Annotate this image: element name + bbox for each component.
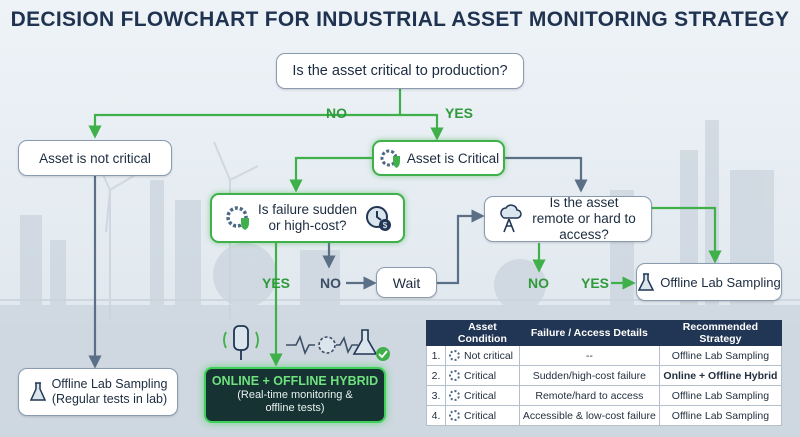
node-offline-lab-sampling-left: Offline Lab Sampling (Regular tests in l…: [18, 368, 178, 416]
flask-icon: [638, 273, 655, 291]
table-row: 4. Critical Accessible & low-cost failure O…: [426, 405, 783, 426]
node-asset-is-critical: Asset is Critical: [372, 140, 505, 176]
edge-remote-to-offline: [652, 206, 722, 264]
edge-yes-top: [400, 113, 444, 141]
row-details-text: Accessible & low-cost failure: [522, 409, 656, 422]
row-number: 4.: [426, 405, 446, 426]
sensor-icon: [223, 325, 259, 360]
node-label: Offline Lab Sampling: [51, 377, 168, 391]
row-strategy: Offline Lab Sampling: [658, 385, 783, 406]
row-number-text: 3.: [431, 389, 441, 402]
hybrid-title: ONLINE + OFFLINE HYBRID: [211, 374, 379, 388]
lab-flask-icon: [352, 329, 390, 361]
gear-shield-icon: [380, 149, 400, 168]
row-strategy: Offline Lab Sampling: [658, 345, 783, 366]
node-label: Wait: [392, 274, 421, 291]
edge-label-no-remote: NO: [528, 275, 549, 291]
table-header-condition: Asset Condition: [445, 320, 520, 346]
table-row: 2. Critical Sudden/high-cost failure Online…: [426, 365, 783, 386]
table-header-num: [426, 320, 446, 346]
flask-icon: [29, 382, 46, 401]
row-details: Remote/hard to access: [518, 385, 660, 406]
clock-cost-icon: $: [365, 206, 391, 231]
gear-icon: [449, 350, 460, 362]
row-details: Accessible & low-cost failure: [518, 405, 660, 426]
node-label: Asset is not critical: [39, 150, 151, 166]
gear-check-icon: [225, 206, 249, 230]
row-condition-text: Critical: [464, 389, 497, 402]
table-row: 3. Critical Remote/hard to access Offline L…: [426, 385, 783, 406]
table-header-row: Asset Condition Failure / Access Details…: [426, 320, 783, 346]
row-condition: Not critical: [445, 345, 520, 366]
row-details: --: [518, 345, 660, 366]
node-wait: Wait: [376, 267, 437, 298]
node-online-offline-hybrid: ONLINE + OFFLINE HYBRID (Real-time monit…: [204, 367, 386, 423]
hybrid-subtitle: (Real-time monitoring & offline tests): [237, 389, 353, 414]
node-label: Is failure sudden or high-cost?: [257, 202, 358, 233]
edge-label-no-top: NO: [326, 105, 347, 121]
node-label: Is the asset critical to production?: [292, 63, 508, 79]
node-label: Is the asset remote or hard to access?: [532, 195, 636, 242]
node-label: Offline Lab Sampling: [660, 274, 781, 290]
row-number-text: 4.: [431, 409, 441, 422]
edge-critical-to-remote: [505, 156, 588, 193]
node-is-failure-sudden: Is failure sudden or high-cost? $: [210, 193, 405, 243]
table-header-details: Failure / Access Details: [518, 320, 660, 346]
edge-wait-to-remote: [437, 209, 485, 285]
edge-label-yes-remote: YES: [581, 275, 610, 291]
node-asset-not-critical: Asset is not critical: [18, 140, 172, 176]
cloud-tower-icon: [500, 204, 522, 233]
row-strategy: Offline Lab Sampling: [658, 405, 783, 426]
gear-icon: [449, 390, 460, 402]
gear-icon: [449, 370, 460, 382]
row-number-text: 1.: [431, 349, 441, 362]
strategy-table: Asset Condition Failure / Access Details…: [426, 320, 783, 426]
gear-icon: [449, 410, 460, 422]
row-condition: Critical: [445, 385, 520, 406]
row-number: 2.: [426, 365, 446, 386]
row-details: Sudden/high-cost failure: [518, 365, 660, 386]
node-label: Asset is Critical: [406, 150, 500, 166]
svg-text:$: $: [382, 221, 387, 230]
node-is-asset-critical: Is the asset critical to production?: [276, 53, 524, 89]
edge-no-top: [88, 88, 402, 139]
row-details-text: Sudden/high-cost failure: [532, 369, 646, 382]
row-strategy-text: Online + Offline Hybrid: [663, 369, 778, 382]
monitoring-waveform-icon: [286, 334, 358, 356]
row-strategy-text: Offline Lab Sampling: [671, 389, 770, 402]
row-details-text: --: [585, 349, 593, 362]
row-details-text: Remote/hard to access: [535, 389, 644, 402]
row-number-text: 2.: [431, 369, 441, 382]
node-offline-lab-sampling-right: Offline Lab Sampling: [636, 263, 782, 301]
row-strategy-text: Offline Lab Sampling: [671, 349, 770, 362]
edge-label-yes-failure: YES: [262, 275, 291, 291]
node-sublabel: (Regular tests in lab): [51, 392, 168, 406]
row-condition-text: Critical: [464, 409, 497, 422]
row-condition: Critical: [445, 365, 520, 386]
row-condition: Critical: [445, 405, 520, 426]
table-header-strategy: Recommended Strategy: [658, 320, 783, 346]
row-condition-text: Not critical: [464, 349, 514, 362]
edge-label-no-failure: NO: [320, 275, 341, 291]
node-is-asset-remote: Is the asset remote or hard to access?: [484, 195, 652, 242]
row-condition-text: Critical: [464, 369, 497, 382]
table-row: 1. Not critical -- Offline Lab Sampling: [426, 345, 783, 366]
row-strategy: Online + Offline Hybrid: [658, 365, 783, 386]
row-number: 1.: [426, 345, 446, 366]
row-strategy-text: Offline Lab Sampling: [671, 409, 770, 422]
page-title: DECISION FLOWCHART FOR INDUSTRIAL ASSET …: [10, 8, 790, 31]
edge-label-yes-top: YES: [445, 105, 474, 121]
row-number: 3.: [426, 385, 446, 406]
edge-critical-to-failure: [289, 156, 372, 193]
